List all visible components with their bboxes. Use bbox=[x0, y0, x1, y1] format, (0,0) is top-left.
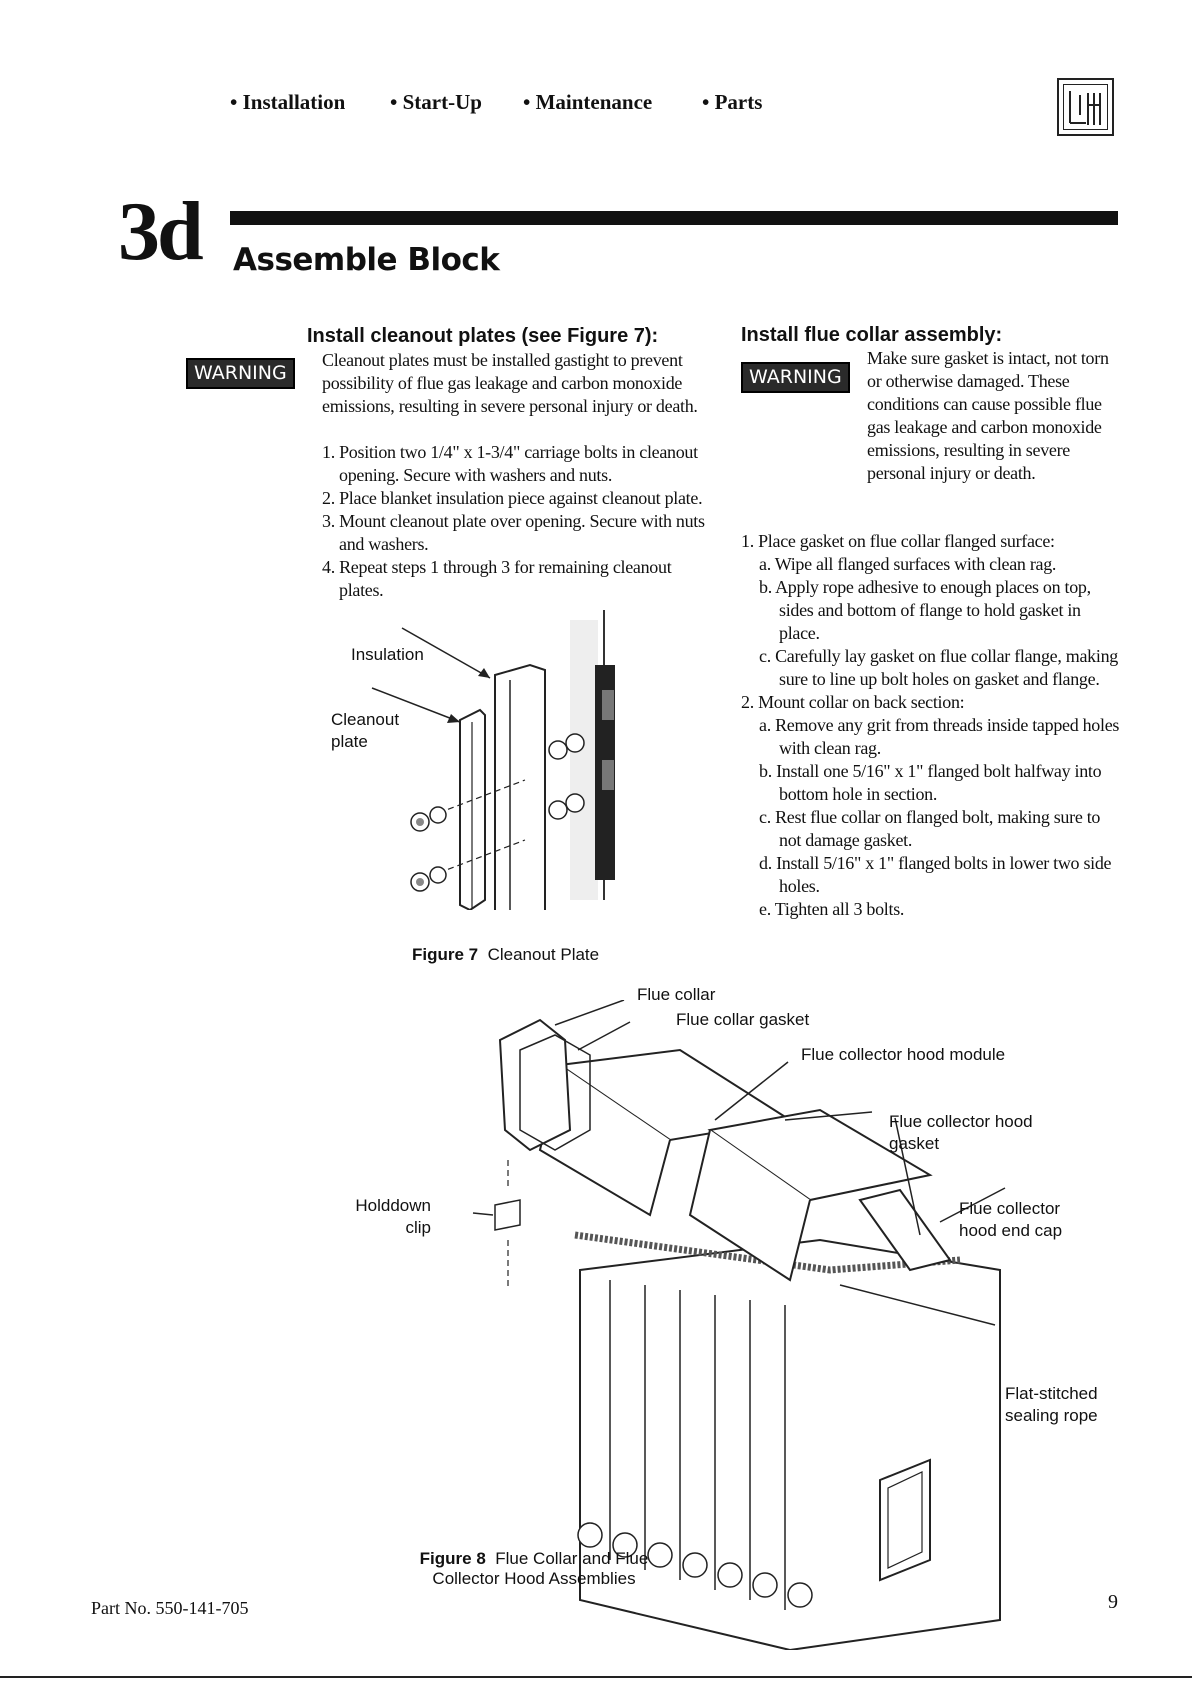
label-hood-module: Flue collector hood module bbox=[801, 1045, 1006, 1064]
figure7-caption-text: Cleanout Plate bbox=[487, 945, 600, 964]
cleanout-steps: 1. Position two 1/4" x 1-3/4" carriage b… bbox=[322, 441, 712, 602]
flue-collar-heading: Install flue collar assembly: bbox=[741, 324, 1003, 346]
figure8-caption-text: Flue Collar and Flue Collector Hood Asse… bbox=[432, 1549, 649, 1588]
list-item: 1. Place gasket on flue collar flanged s… bbox=[741, 531, 1055, 551]
flue-steps: 1. Place gasket on flue collar flanged s… bbox=[741, 530, 1121, 921]
label-insulation: Insulation bbox=[351, 645, 424, 664]
page-number: 9 bbox=[1108, 1591, 1118, 1613]
figure7-caption-number: Figure 7 bbox=[412, 945, 479, 964]
list-item: b. Install one 5/16" x 1" flanged bolt h… bbox=[759, 761, 1102, 804]
cleanout-warning-text: Cleanout plates must be installed gastig… bbox=[322, 350, 698, 416]
label-sealing-rope: Flat-stitched sealing rope bbox=[1005, 1384, 1098, 1425]
list-item: 1. Position two 1/4" x 1-3/4" carriage b… bbox=[322, 442, 698, 485]
figure8-illustration bbox=[472, 1000, 1006, 1650]
list-item: a. Wipe all flanged surfaces with clean … bbox=[759, 554, 1057, 574]
nav-installation: • Installation bbox=[230, 90, 346, 114]
label-cleanout-plate: Cleanout plate bbox=[331, 710, 400, 751]
section-title: Assemble Block bbox=[233, 242, 500, 278]
section-number: 3d bbox=[118, 185, 204, 278]
section-rule bbox=[230, 211, 1118, 225]
warning-badge-left: WARNING bbox=[186, 358, 295, 389]
nav-maintenance: • Maintenance bbox=[523, 90, 653, 114]
list-item: c. Carefully lay gasket on flue collar f… bbox=[759, 646, 1118, 689]
part-number: Part No. 550-141-705 bbox=[91, 1598, 249, 1618]
label-flue-collar: Flue collar bbox=[637, 985, 716, 1004]
warning-badge-right: WARNING bbox=[741, 362, 850, 393]
nav-start-up: • Start-Up bbox=[390, 90, 482, 114]
flue-warning-text: Make sure gasket is intact, not torn or … bbox=[867, 348, 1109, 483]
figure8-caption-number: Figure 8 bbox=[419, 1549, 486, 1568]
label-flue-collar-gasket: Flue collar gasket bbox=[676, 1010, 810, 1029]
label-holddown-clip: Holddown clip bbox=[355, 1196, 431, 1237]
list-item: b. Apply rope adhesive to enough places … bbox=[759, 577, 1091, 643]
list-item: e. Tighten all 3 bolts. bbox=[759, 899, 905, 919]
nav-parts: • Parts bbox=[702, 90, 763, 114]
list-item: 4. Repeat steps 1 through 3 for remainin… bbox=[322, 557, 672, 600]
figure7-caption: Figure 7 Cleanout Plate bbox=[412, 945, 599, 965]
brand-logo-icon bbox=[1057, 78, 1114, 136]
figure7-illustration bbox=[371, 610, 615, 910]
list-item: a. Remove any grit from threads inside t… bbox=[759, 715, 1120, 758]
list-item: 3. Mount cleanout plate over opening. Se… bbox=[322, 511, 705, 554]
cleanout-heading: Install cleanout plates (see Figure 7): bbox=[307, 325, 659, 347]
list-item: d. Install 5/16" x 1" flanged bolts in l… bbox=[759, 853, 1112, 896]
list-item: c. Rest flue collar on flanged bolt, mak… bbox=[759, 807, 1101, 850]
figure8-caption: Figure 8 Flue Collar and Flue Collector … bbox=[389, 1549, 679, 1589]
list-item: 2. Place blanket insulation piece agains… bbox=[322, 488, 703, 508]
list-item: 2. Mount collar on back section: bbox=[741, 692, 965, 712]
label-hood-gasket: Flue collector hood gasket bbox=[889, 1112, 1033, 1153]
bottom-rule bbox=[0, 1676, 1192, 1678]
label-hood-end-cap: Flue collector hood end cap bbox=[959, 1199, 1063, 1240]
